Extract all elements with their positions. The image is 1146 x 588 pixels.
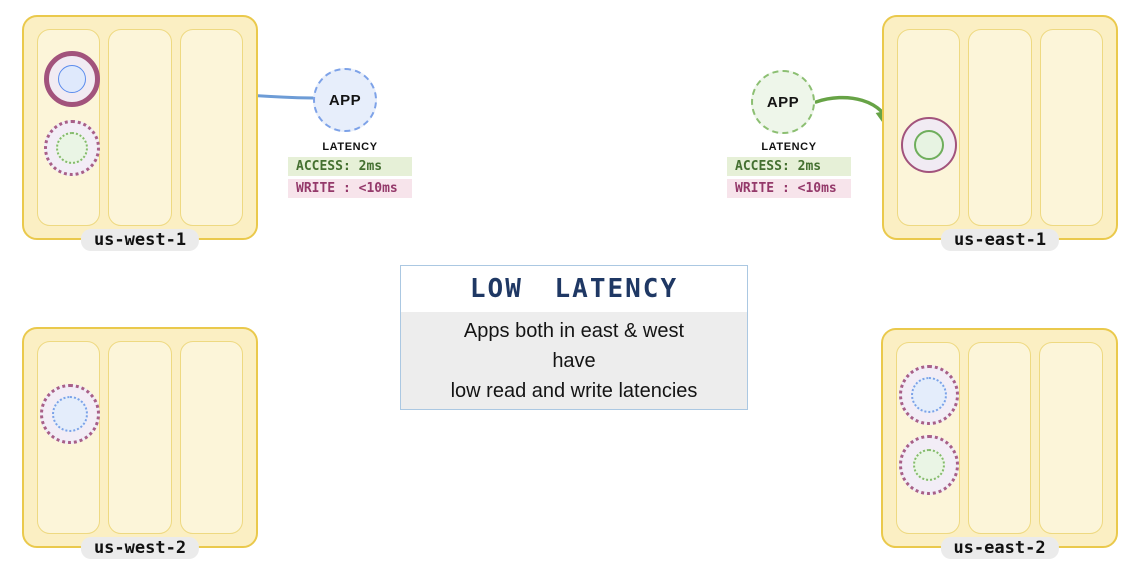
region-us-east-2: us-east-2 — [881, 328, 1118, 559]
callout-line: low read and write latencies — [450, 379, 698, 402]
write-latency-badge: WRITE : <10ms — [288, 179, 412, 198]
active-replica-node-icon — [44, 51, 100, 107]
active-replica-node-icon — [901, 117, 957, 173]
green-core-icon — [913, 449, 945, 481]
app-node-east: APP — [751, 70, 815, 134]
region-us-west-2: us-west-2 — [22, 327, 258, 559]
availability-zone — [179, 341, 243, 534]
callout-body: Apps both in east & west have low read a… — [401, 312, 747, 409]
standby-replica-node-icon — [899, 435, 959, 495]
latency-block-east: LATENCY ACCESS: 2ms WRITE : <10ms — [727, 141, 851, 201]
latency-title: LATENCY — [761, 141, 817, 153]
green-core-icon — [914, 130, 944, 160]
availability-zone — [108, 29, 172, 226]
availability-zone — [1039, 29, 1103, 226]
write-latency-badge: WRITE : <10ms — [727, 179, 851, 198]
callout-line: Apps both in east & west — [463, 319, 685, 342]
region-label-us-east-2: us-east-2 — [940, 537, 1059, 559]
region-label-us-east-1: us-east-1 — [940, 229, 1060, 251]
callout-line: have — [552, 349, 596, 372]
region-us-west-1: us-west-1 — [22, 15, 258, 251]
availability-zone — [968, 29, 1032, 226]
standby-replica-node-icon — [44, 120, 100, 176]
availability-zone — [179, 29, 243, 226]
blue-core-icon — [911, 377, 947, 413]
standby-replica-node-icon — [899, 365, 959, 425]
latency-title: LATENCY — [322, 141, 378, 153]
app-to-us-east-1-arrow — [814, 95, 900, 138]
green-core-icon — [56, 132, 88, 164]
low-latency-callout: LOW LATENCY Apps both in east & west hav… — [400, 265, 748, 410]
app-node-west: APP — [313, 68, 377, 132]
latency-block-west: LATENCY ACCESS: 2ms WRITE : <10ms — [288, 141, 412, 201]
availability-zone — [108, 341, 172, 534]
region-label-us-west-2: us-west-2 — [80, 537, 200, 559]
availability-zone — [1039, 342, 1104, 534]
access-latency-badge: ACCESS: 2ms — [727, 157, 851, 176]
access-latency-badge: ACCESS: 2ms — [288, 157, 412, 176]
blue-core-icon — [58, 65, 86, 93]
standby-replica-node-icon — [40, 384, 100, 444]
availability-zone — [967, 342, 1032, 534]
blue-core-icon — [52, 396, 88, 432]
region-label-us-west-1: us-west-1 — [80, 229, 200, 251]
region-us-east-1: us-east-1 — [882, 15, 1118, 251]
callout-title: LOW LATENCY — [401, 266, 747, 312]
